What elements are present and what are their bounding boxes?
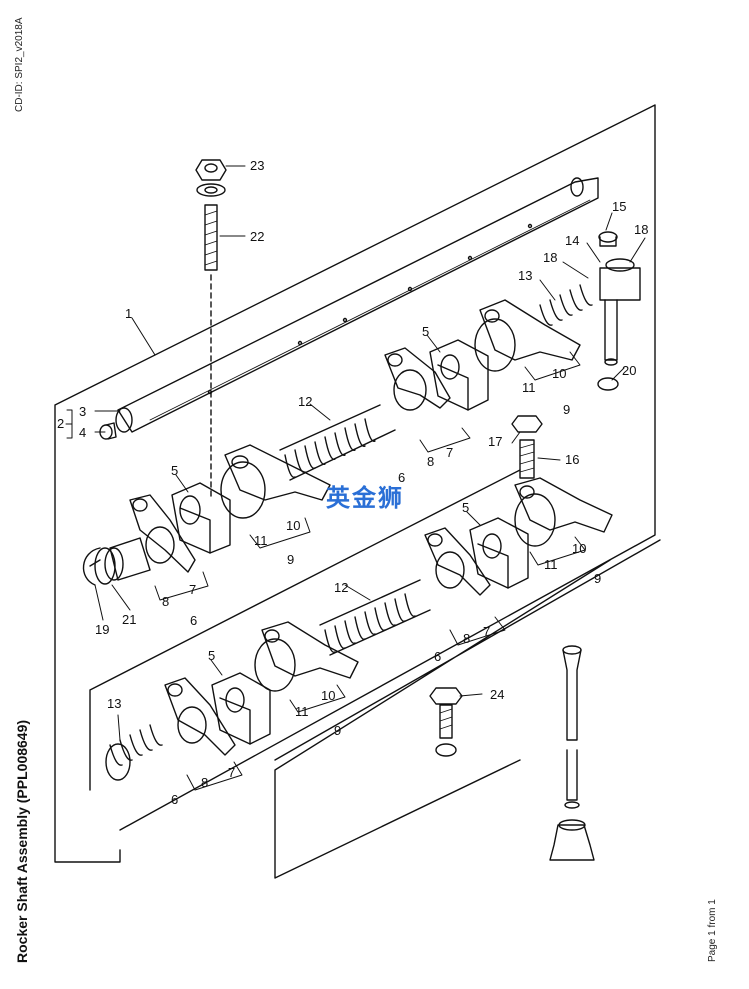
callout-11: 11	[522, 380, 536, 395]
rocker-arm-middle	[384, 347, 451, 411]
callout-12: 12	[298, 394, 312, 409]
rocker-pedestal-upper-left	[171, 482, 231, 554]
callout-6: 6	[434, 649, 441, 664]
end-bracket	[597, 231, 641, 391]
callout-1: 1	[125, 306, 132, 321]
callout-21: 21	[122, 612, 136, 627]
callout-7: 7	[483, 624, 490, 639]
document-cd-id: CD-ID: SPI2_v2018A	[14, 17, 25, 113]
callout-2: 2	[57, 416, 64, 431]
callout-labels: 1 2 3 4 5 5 5 5 6 6 6 6 7 7 7 7 8 8 8 8 …	[57, 158, 648, 807]
callout-7: 7	[189, 582, 196, 597]
callout-19: 19	[95, 622, 109, 637]
callout-20: 20	[622, 363, 636, 378]
page-number: Page 1 from 1	[707, 899, 718, 962]
spring-upper	[279, 404, 396, 481]
callout-4: 4	[79, 425, 86, 440]
callout-13: 13	[107, 696, 121, 711]
callout-17: 17	[488, 434, 502, 449]
rocker-arm-right	[514, 477, 613, 547]
adjuster-screw-and-nut	[511, 415, 543, 479]
rocker-arm-lower-left	[129, 494, 196, 573]
callout-15: 15	[612, 199, 626, 214]
callout-9: 9	[594, 571, 601, 586]
callout-3: 3	[79, 404, 86, 419]
bolt-and-washer	[429, 687, 463, 757]
rocker-shaft	[115, 177, 599, 433]
shaft-plug	[99, 422, 117, 440]
callout-5: 5	[422, 324, 429, 339]
rocker-arm-upper-left	[220, 444, 331, 519]
callout-5: 5	[171, 463, 178, 478]
callout-10: 10	[286, 518, 300, 533]
callout-22: 22	[250, 229, 264, 244]
callout-8: 8	[162, 594, 169, 609]
watermark-text: 英金狮	[326, 484, 404, 512]
callout-8: 8	[201, 775, 208, 790]
rocker-arm-middle-right	[474, 299, 581, 372]
rocker-pedestal-middle	[429, 339, 489, 411]
callout-18: 18	[543, 250, 557, 265]
callout-10: 10	[572, 541, 586, 556]
callout-6: 6	[190, 613, 197, 628]
rocker-arm-lower-center	[254, 621, 359, 692]
spring-lower	[319, 579, 431, 656]
callout-8: 8	[427, 454, 434, 469]
callout-5: 5	[208, 648, 215, 663]
callout-11: 11	[295, 704, 309, 719]
callout-16: 16	[565, 452, 579, 467]
callout-6: 6	[171, 792, 178, 807]
callout-9: 9	[334, 723, 341, 738]
callout-14: 14	[565, 233, 579, 248]
callout-7: 7	[446, 445, 453, 460]
rocker-arm-lower-left-b	[164, 677, 236, 756]
callout-8: 8	[463, 631, 470, 646]
callout-7: 7	[228, 765, 235, 780]
spring-lower-left	[105, 724, 163, 781]
leader-lines	[94, 165, 646, 741]
stud-and-nut	[195, 159, 227, 501]
spacer-left	[104, 537, 151, 581]
callout-5: 5	[462, 500, 469, 515]
callout-11: 11	[544, 557, 558, 572]
rocker-pedestal-lower	[211, 672, 271, 745]
callout-12: 12	[334, 580, 348, 595]
callout-9: 9	[563, 402, 570, 417]
circlip-and-washer	[82, 547, 116, 586]
spring-upper-right	[539, 284, 593, 326]
callout-10: 10	[552, 366, 566, 381]
callout-brackets	[65, 351, 586, 791]
callout-24: 24	[490, 687, 504, 702]
rocker-arm-right-lower	[424, 527, 491, 596]
callout-9: 9	[287, 552, 294, 567]
callout-6: 6	[398, 470, 405, 485]
callout-23: 23	[250, 158, 264, 173]
callout-11: 11	[254, 533, 268, 548]
lower-frame-outline	[89, 469, 661, 879]
callout-10: 10	[321, 688, 335, 703]
callout-13: 13	[518, 268, 532, 283]
callout-18: 18	[634, 222, 648, 237]
document-title: Rocker Shaft Assembly (PPL008649)	[14, 719, 30, 963]
push-rod-and-tappet	[549, 645, 595, 861]
upper-frame-outline	[54, 104, 656, 863]
rocker-pedestal-right	[469, 517, 529, 589]
